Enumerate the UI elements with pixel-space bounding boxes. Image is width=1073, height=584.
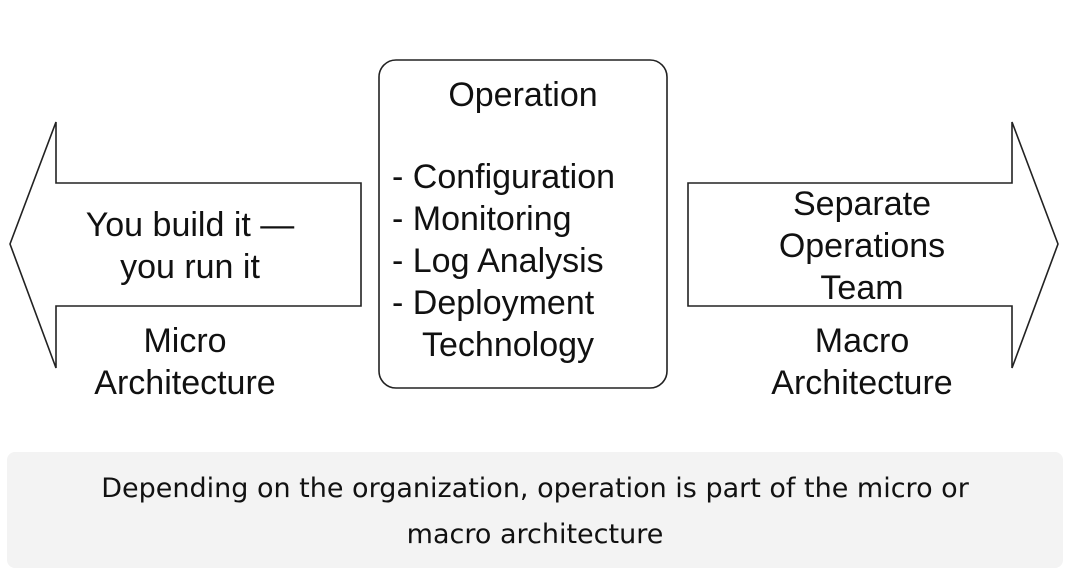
right-arrow-label: Separate Operations Team: [722, 183, 1002, 309]
left-arrow-line: You build it —: [85, 206, 295, 244]
macro-architecture-line: Macro: [814, 322, 910, 360]
diagram-shapes: [9, 59, 1059, 389]
right-arrow-line: Separate: [793, 185, 931, 223]
operation-item: - Monitoring: [392, 200, 572, 238]
caption-line: macro architecture: [406, 519, 664, 550]
operation-item: - Deployment: [392, 284, 595, 322]
left-arrow-label: You build it — you run it: [40, 204, 340, 288]
micro-architecture-line: Micro: [143, 322, 227, 360]
operation-item: - Log Analysis: [392, 242, 604, 280]
macro-architecture-line: Architecture: [771, 364, 953, 402]
caption-text: Depending on the organization, operation…: [7, 466, 1063, 558]
operation-title: Operation: [448, 76, 598, 114]
operation-item: Technology: [422, 326, 595, 364]
macro-architecture-label: Macro Architecture: [712, 320, 1012, 404]
micro-architecture-label: Micro Architecture: [35, 320, 335, 404]
operation-box-shape: [378, 59, 668, 389]
micro-architecture-line: Architecture: [94, 364, 276, 402]
operation-list: - Configuration - Monitoring - Log Analy…: [392, 156, 615, 366]
left-arrow-shape: [9, 121, 362, 369]
diagram: You build it — you run it Micro Architec…: [9, 59, 1059, 404]
right-arrow-shape: [687, 121, 1059, 369]
right-arrow-line: Operations: [778, 227, 946, 265]
left-arrow-line: you run it: [120, 248, 260, 286]
right-arrow-line: Team: [820, 269, 904, 307]
caption-line: Depending on the organization, operation…: [101, 473, 969, 504]
operation-item: - Configuration: [392, 158, 616, 196]
figure-caption: Depending on the organization, operation…: [7, 452, 1063, 568]
